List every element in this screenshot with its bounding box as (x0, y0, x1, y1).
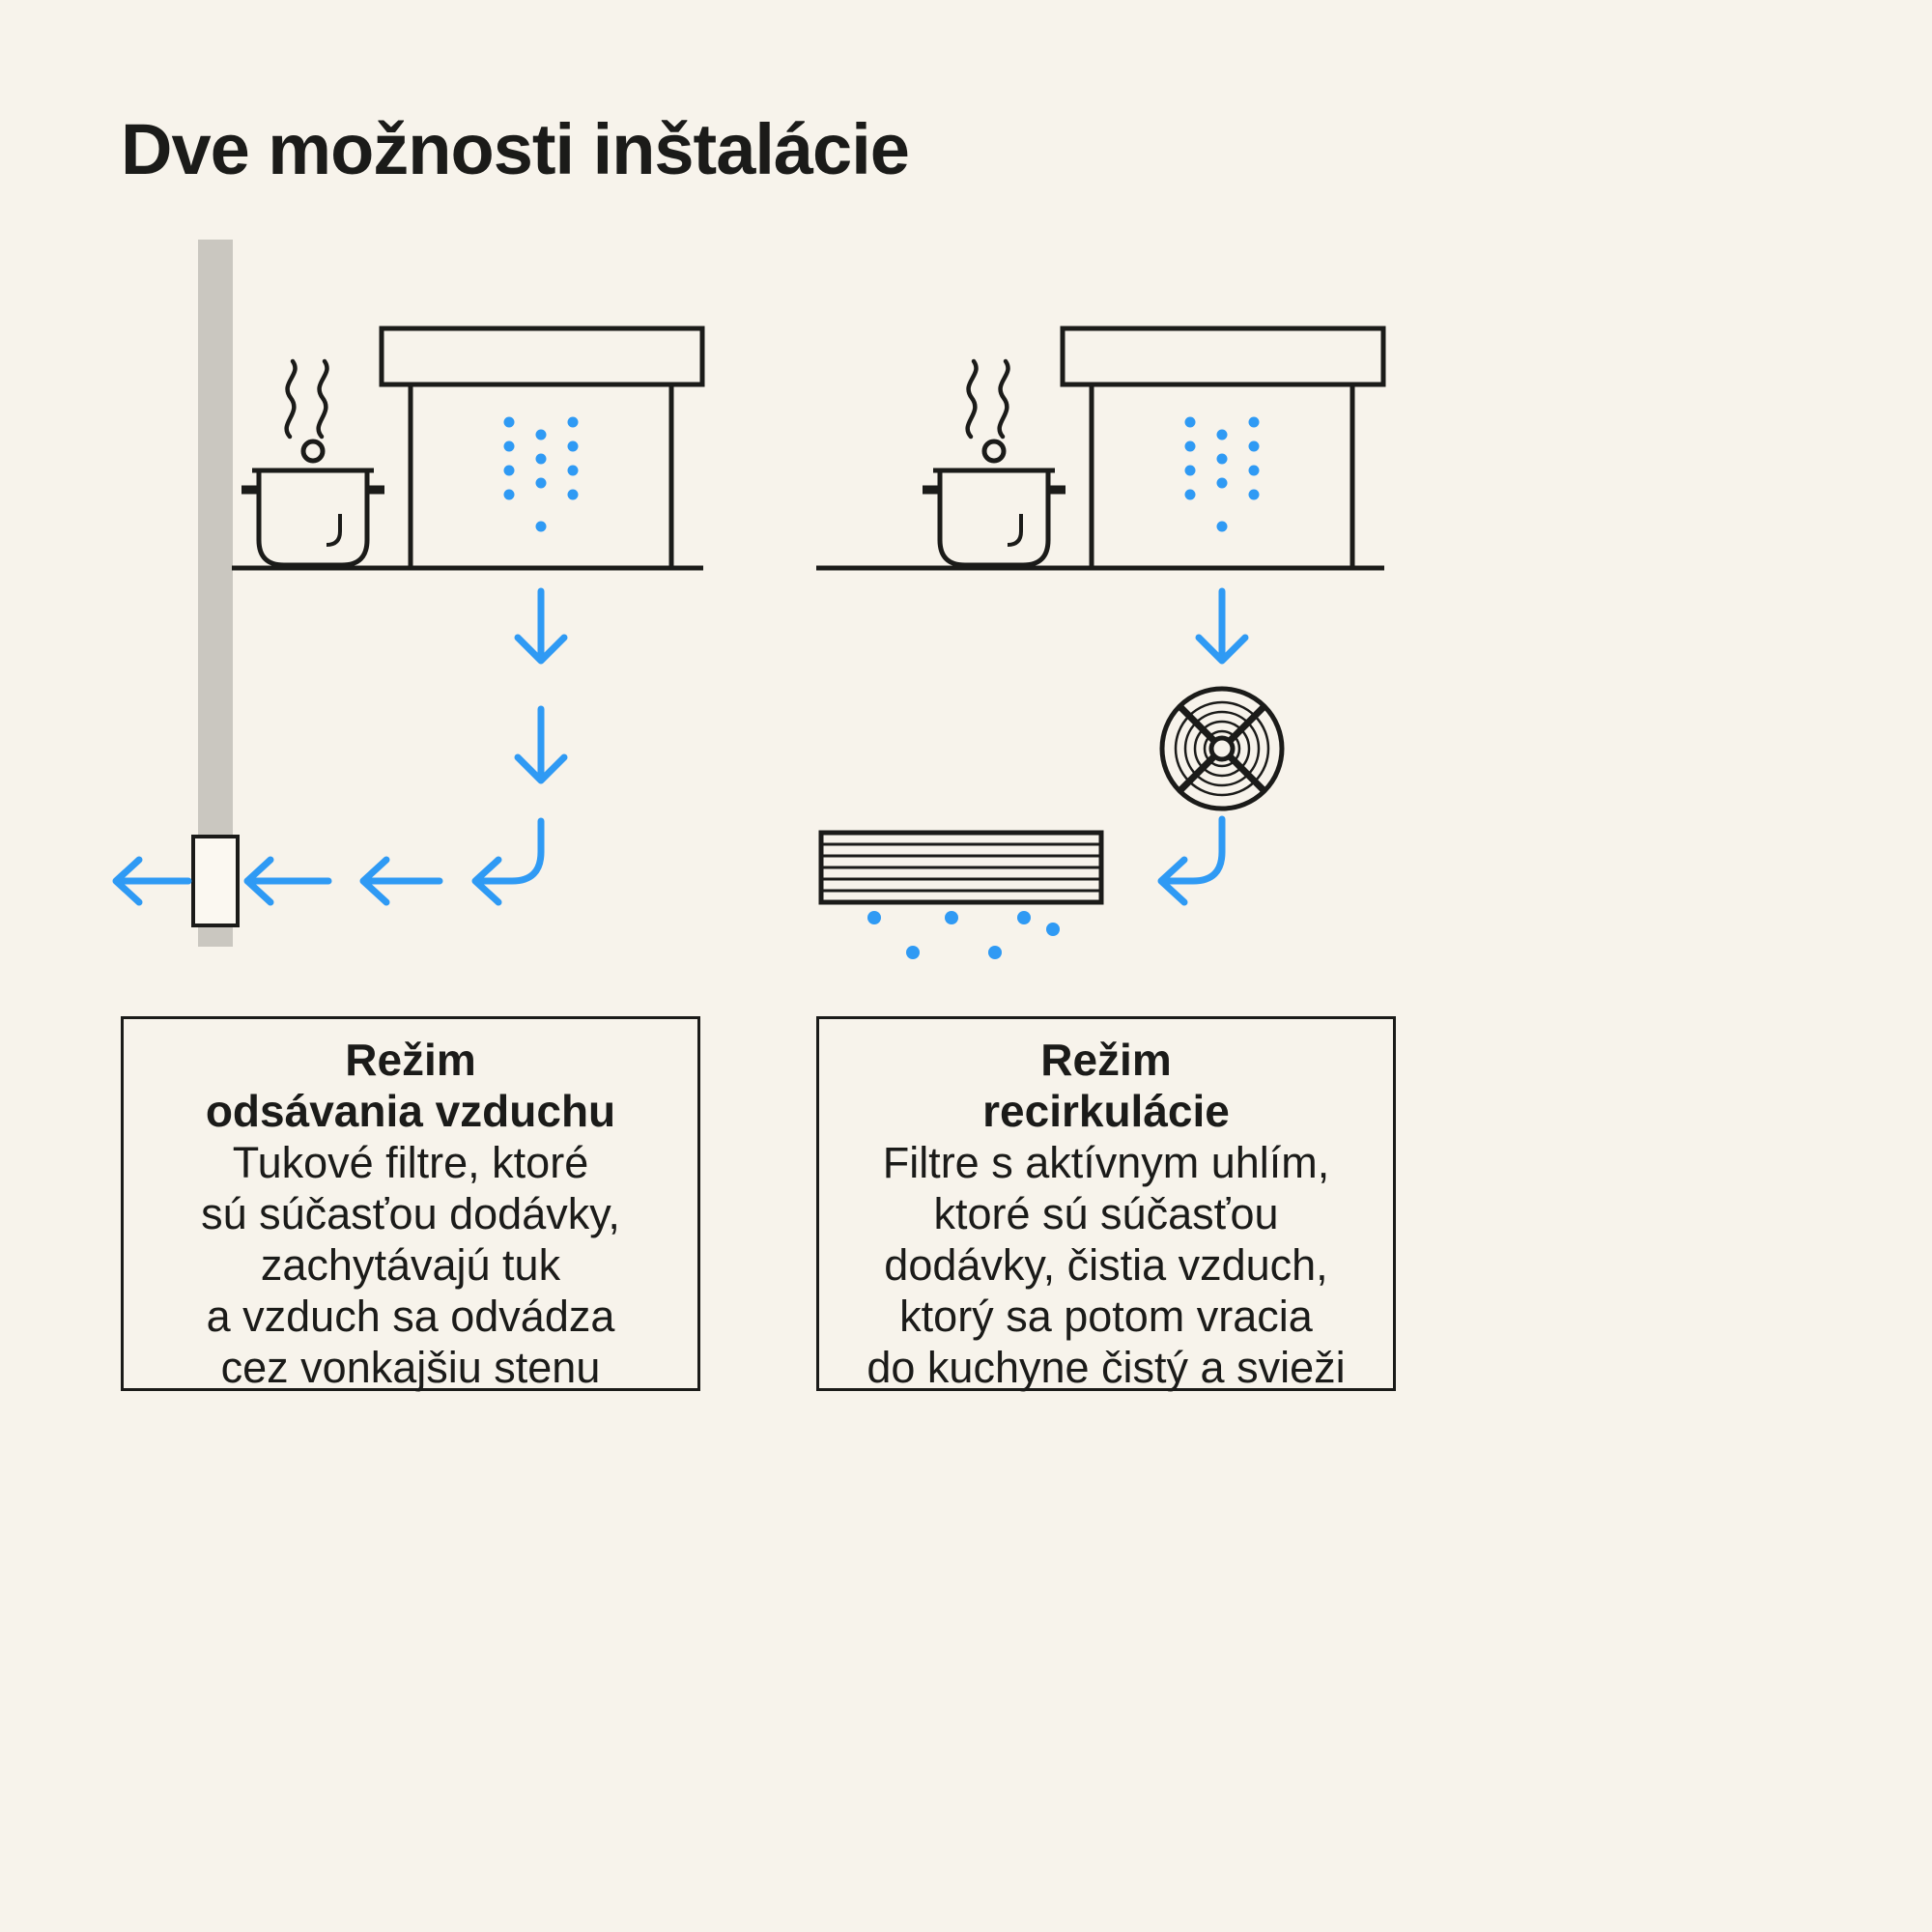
hood-icon (816, 326, 1386, 571)
hood-icon (232, 326, 705, 571)
curve-left-arrow-icon (471, 817, 545, 906)
recirculation-mode-caption-box: Režim recirkulácie Filtre s aktívnym uhl… (816, 1016, 1396, 1392)
down-arrow-icon (514, 705, 568, 784)
extraction-mode-caption-box: Režim odsávania vzduchu Tukové filtre, k… (121, 1016, 700, 1392)
left-arrow-icon (359, 856, 443, 906)
page-title: Dve možnosti inštalácie (121, 109, 910, 189)
filter-icon (818, 830, 1104, 959)
caption-heading-line: Režim (345, 1035, 476, 1085)
caption-body-line: zachytávajú tuk (260, 1240, 561, 1290)
caption-body-line: dodávky, čistia vzduch, (884, 1240, 1328, 1290)
left-arrow-icon (243, 856, 332, 906)
caption-body-line: cez vonkajšiu stenu (220, 1343, 601, 1392)
airflow-arrows (112, 587, 568, 906)
caption-body-line: do kuchyne čistý a svieži (867, 1343, 1346, 1392)
caption-heading-line: Režim (1040, 1035, 1172, 1085)
caption-body-line: sú súčasťou dodávky, (201, 1189, 620, 1238)
airflow-dots (1184, 416, 1260, 532)
right-scene (816, 326, 1386, 959)
down-arrow-icon (514, 587, 568, 665)
pot-icon (242, 439, 384, 568)
caption-body-line: Filtre s aktívnym uhlím, (882, 1138, 1330, 1187)
curve-left-arrow-icon (1157, 815, 1226, 906)
fan-icon (1159, 686, 1285, 811)
left-scene (112, 240, 705, 947)
duct-pipe-icon (191, 240, 240, 947)
steam-icon (965, 358, 1010, 440)
clean-air-dots (867, 911, 1060, 959)
caption-body-line: ktoré sú súčasťou (933, 1189, 1279, 1238)
caption-body-line: a vzduch sa odvádza (206, 1292, 615, 1341)
caption-heading-line: odsávania vzduchu (205, 1086, 616, 1136)
caption-heading-line: recirkulácie (982, 1086, 1230, 1136)
pot-icon (923, 439, 1065, 568)
steam-icon (284, 358, 329, 440)
caption-body-line: ktorý sa potom vracia (899, 1292, 1313, 1341)
caption-body-line: Tukové filtre, ktoré (232, 1138, 589, 1187)
airflow-dots (503, 416, 579, 532)
down-arrow-icon (1195, 587, 1249, 665)
left-arrow-icon (112, 856, 192, 906)
